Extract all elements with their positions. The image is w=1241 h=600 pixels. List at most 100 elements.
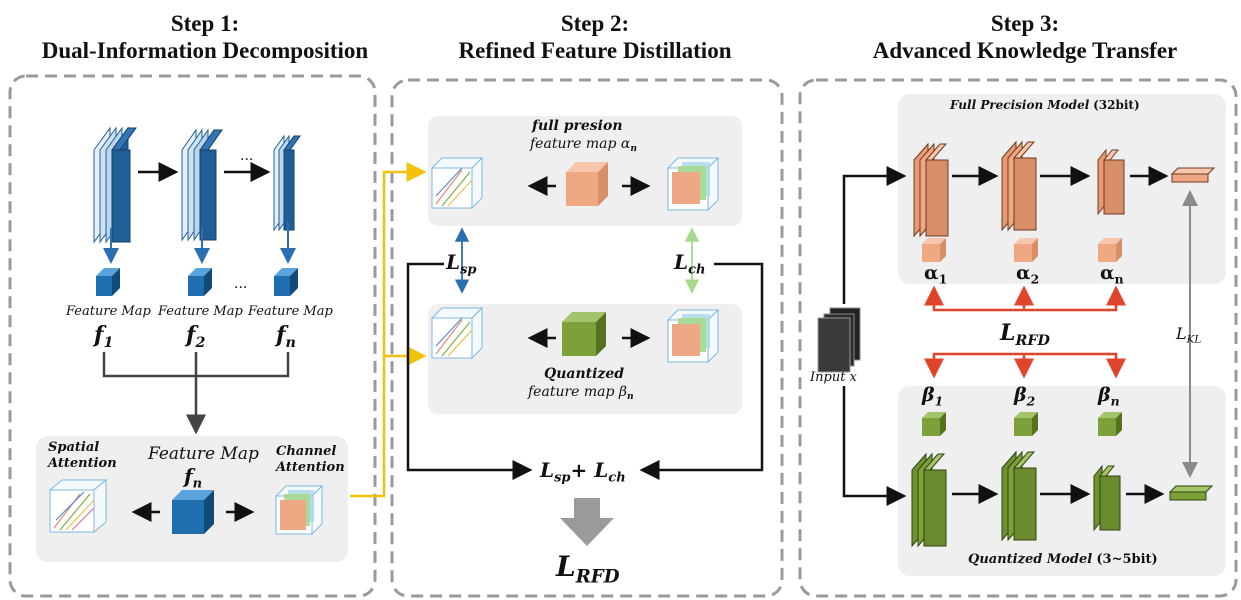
betan-sub: n [1110, 393, 1120, 409]
step3-q-stack-2 [1001, 450, 1037, 542]
q-model-bits: (3~5bit) [1096, 552, 1158, 567]
step1-channel-attention-label: Channel Attention [276, 444, 345, 476]
step2-lch-loop [639, 262, 764, 480]
step1-layer-stack-2 [181, 128, 223, 242]
step3-alpha-1: α1 [924, 262, 947, 286]
alphan-sym: α [1100, 262, 1115, 284]
step1-center-fn: fn [184, 464, 202, 492]
step3-fp-output [1170, 167, 1216, 183]
center-f-sub: n [192, 476, 203, 492]
step2-full-orange-cube [566, 162, 608, 206]
lch-sub: ch [688, 262, 706, 278]
step1-f2-symbol: f [186, 322, 196, 348]
step3-beta-2: β2 [1014, 384, 1035, 408]
sum-lsp-sub: sp [554, 470, 571, 486]
quant-sub-text: feature map β [528, 384, 628, 400]
step3-alpha-cube-3 [1098, 238, 1122, 262]
center-f-symbol: f [184, 464, 193, 488]
step2-full-title: full presion [532, 118, 623, 134]
channel-attention-line2: Attention [276, 460, 345, 475]
full-sub-idx: n [630, 143, 637, 155]
step2-big-down-arrow [560, 498, 614, 546]
step1-fn-symbol: f [276, 322, 286, 348]
step3-alpha-n: αn [1100, 262, 1124, 286]
step1-channel-cube [274, 484, 324, 536]
step1-feature-map-label-2: Feature Map [158, 304, 243, 319]
step1-f2: f2 [186, 322, 205, 351]
q-model-title: Quantized Model [968, 552, 1093, 567]
step2-lrfd-sub: RFD [575, 566, 620, 588]
step1-ellipsis-bottom: ... [234, 276, 248, 292]
step2-full-channel-cube [666, 156, 720, 212]
step3-fp-stack-1 [913, 142, 949, 238]
step3-beta-cube-3 [1098, 412, 1122, 436]
step3-q-stack-1 [911, 452, 947, 548]
step3-fp-model-label: Full Precision Model (32bit) [950, 98, 1140, 112]
step3-lrfd-L: L [1000, 320, 1016, 346]
step3-fp-panel [898, 94, 1226, 284]
step2-title: Step 2: Refined Feature Distillation [420, 10, 770, 64]
quant-sub-idx: n [627, 391, 634, 403]
step3-fp-stack-2 [1001, 140, 1037, 232]
fp-model-bits: (32bit) [1093, 98, 1140, 112]
step3-input-arrow-down [842, 386, 907, 506]
step3-title: Step 3: Advanced Knowledge Transfer [840, 10, 1210, 64]
step1-f1-symbol: f [94, 322, 104, 348]
step3-lrfd-sub: RFD [1015, 333, 1050, 349]
step1-feature-cube-2 [188, 268, 212, 296]
lsp-sub: sp [460, 262, 477, 278]
step3-q-model-label: Quantized Model (3~5bit) [968, 552, 1158, 567]
step2-lch-label: Lch [674, 250, 705, 278]
spatial-attention-line2: Attention [48, 456, 117, 471]
beta2-sub: 2 [1026, 393, 1036, 409]
step2-lsp-loop [406, 262, 533, 480]
step1-feature-cube-1 [96, 268, 120, 296]
step2-lrfd-label: LRFD [556, 550, 620, 587]
step3-alpha-cube-1 [922, 238, 946, 262]
channel-attention-line1: Channel [276, 444, 337, 459]
step2-loss-sum: Lsp+ Lch [540, 458, 626, 486]
step2-title-line1: Step 2: [560, 11, 630, 36]
step3-lkl-label: LKL [1176, 324, 1201, 346]
step2-quant-panel [428, 304, 742, 414]
step2-quant-green-cube [562, 312, 606, 356]
step2-quant-title: Quantized [544, 366, 625, 382]
beta2-sym: β [1014, 384, 1027, 406]
full-sub-text: feature map α [530, 136, 631, 152]
spatial-attention-line1: Spatial [48, 440, 100, 455]
step3-q-stack-3 [1093, 464, 1121, 532]
fp-model-title: Full Precision Model [950, 98, 1090, 112]
step2-quant-spatial-cube [430, 306, 484, 360]
alpha2-sym: α [1016, 262, 1031, 284]
step3-title-line2: Advanced Knowledge Transfer [872, 38, 1178, 63]
step3-beta-1: β1 [922, 384, 943, 408]
step2-quant-sub: feature map βn [528, 384, 634, 402]
step3-input-stack [817, 307, 861, 373]
beta1-sub: 1 [934, 393, 944, 409]
step3-input-label: Input x [810, 370, 857, 385]
step1-layer-stack-1 [93, 126, 137, 244]
step3-input-arrow-up [842, 166, 907, 304]
step2-quant-channel-cube [666, 308, 720, 364]
step2-panel [390, 78, 784, 598]
step3-panel [798, 78, 1238, 598]
step3-q-output [1168, 485, 1214, 501]
step2-full-sub: feature map αn [530, 136, 637, 154]
alpha2-sub: 2 [1030, 271, 1040, 287]
beta1-sym: β [922, 384, 935, 406]
step1-f1-sub: 1 [103, 335, 114, 351]
step1-feature-map-label-1: Feature Map [66, 304, 151, 319]
sum-lsp-L: L [540, 458, 555, 482]
step3-beta-cube-2 [1014, 412, 1038, 436]
step1-title-line2: Dual-Information Decomposition [41, 38, 369, 63]
step2-lsp-label: Lsp [446, 250, 476, 278]
step1-ellipsis-top: ... [240, 148, 254, 164]
step3-alpha-2: α2 [1016, 262, 1039, 286]
step2-lrfd-L: L [556, 550, 576, 583]
step1-feature-cube-3 [274, 268, 298, 296]
step1-feature-map-label-3: Feature Map [248, 304, 333, 319]
alpha1-sub: 1 [938, 271, 948, 287]
step1-layer-stack-3 [273, 134, 301, 232]
step1-f1: f1 [94, 322, 113, 351]
